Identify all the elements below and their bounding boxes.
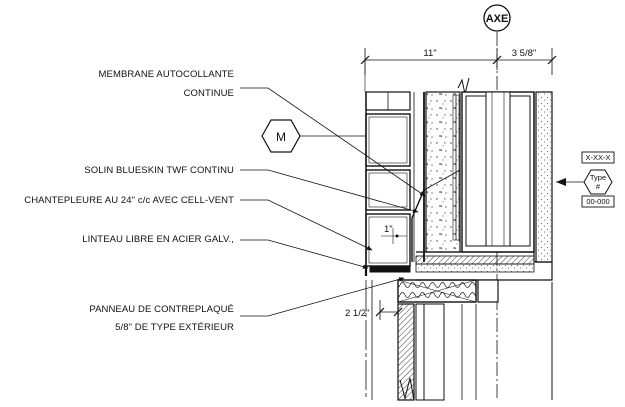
lintel-assembly [364, 251, 535, 276]
concrete-wall [425, 91, 461, 253]
bottom-dimension: 2 1/2" [345, 300, 403, 320]
detail-tag-top: X-XX-X [585, 153, 610, 162]
window-frame [461, 91, 535, 253]
material-tag-hexagon: M [261, 119, 366, 153]
dimension-1in: 1" [384, 224, 393, 235]
detail-reference-tag: X-XX-X Type # 00-000 [556, 151, 615, 208]
annotation-membrane: MEMBRANE AUTOCOLLANTE CONTINUE [99, 69, 426, 197]
axis-marker: AXE [483, 4, 511, 32]
label-panneau-line1: PANNEAU DE CONTREPLAQUÉ [89, 304, 234, 315]
brick-veneer [365, 91, 411, 267]
label-linteau: LINTEAU LIBRE EN ACIER GALV., [82, 234, 234, 245]
label-solin: SOLIN BLUESKIN TWF CONTINU [84, 165, 234, 176]
label-membrane-line2: CONTINUE [184, 88, 234, 99]
right-jamb-stipple [533, 91, 553, 263]
dimension-11in: 11" [423, 48, 436, 59]
axis-label: AXE [486, 13, 509, 25]
inner-dimension: 1" [381, 224, 407, 244]
detail-tag-number: # [596, 182, 601, 191]
sealant-strip [452, 94, 460, 241]
detail-tag-bottom: 00-000 [586, 197, 609, 206]
annotation-panneau: PANNEAU DE CONTREPLAQUÉ 5/8" DE TYPE EXT… [89, 277, 405, 333]
label-panneau-line2: 5/8" DE TYPE EXTÉRIEUR [115, 322, 234, 333]
annotation-chantepleure: CHANTEPLEURE AU 24" c/c AVEC CELL-VENT [24, 195, 373, 251]
detail-tag-type: Type [590, 173, 606, 182]
label-chantepleure: CHANTEPLEURE AU 24" c/c AVEC CELL-VENT [24, 195, 234, 206]
top-dimension-line: 11" 3 5/8" [360, 48, 557, 75]
annotation-linteau: LINTEAU LIBRE EN ACIER GALV., [82, 234, 369, 269]
material-tag-label: M [276, 130, 286, 144]
wood-blocking [397, 279, 499, 303]
dimension-3-5-8in: 3 5/8" [512, 48, 537, 59]
flashing [411, 189, 425, 262]
lower-wall-studs [397, 282, 553, 401]
dimension-2-1-2in: 2 1/2" [345, 308, 370, 319]
annotation-solin: SOLIN BLUESKIN TWF CONTINU [84, 165, 419, 213]
label-membrane-line1: MEMBRANE AUTOCOLLANTE [99, 69, 234, 80]
